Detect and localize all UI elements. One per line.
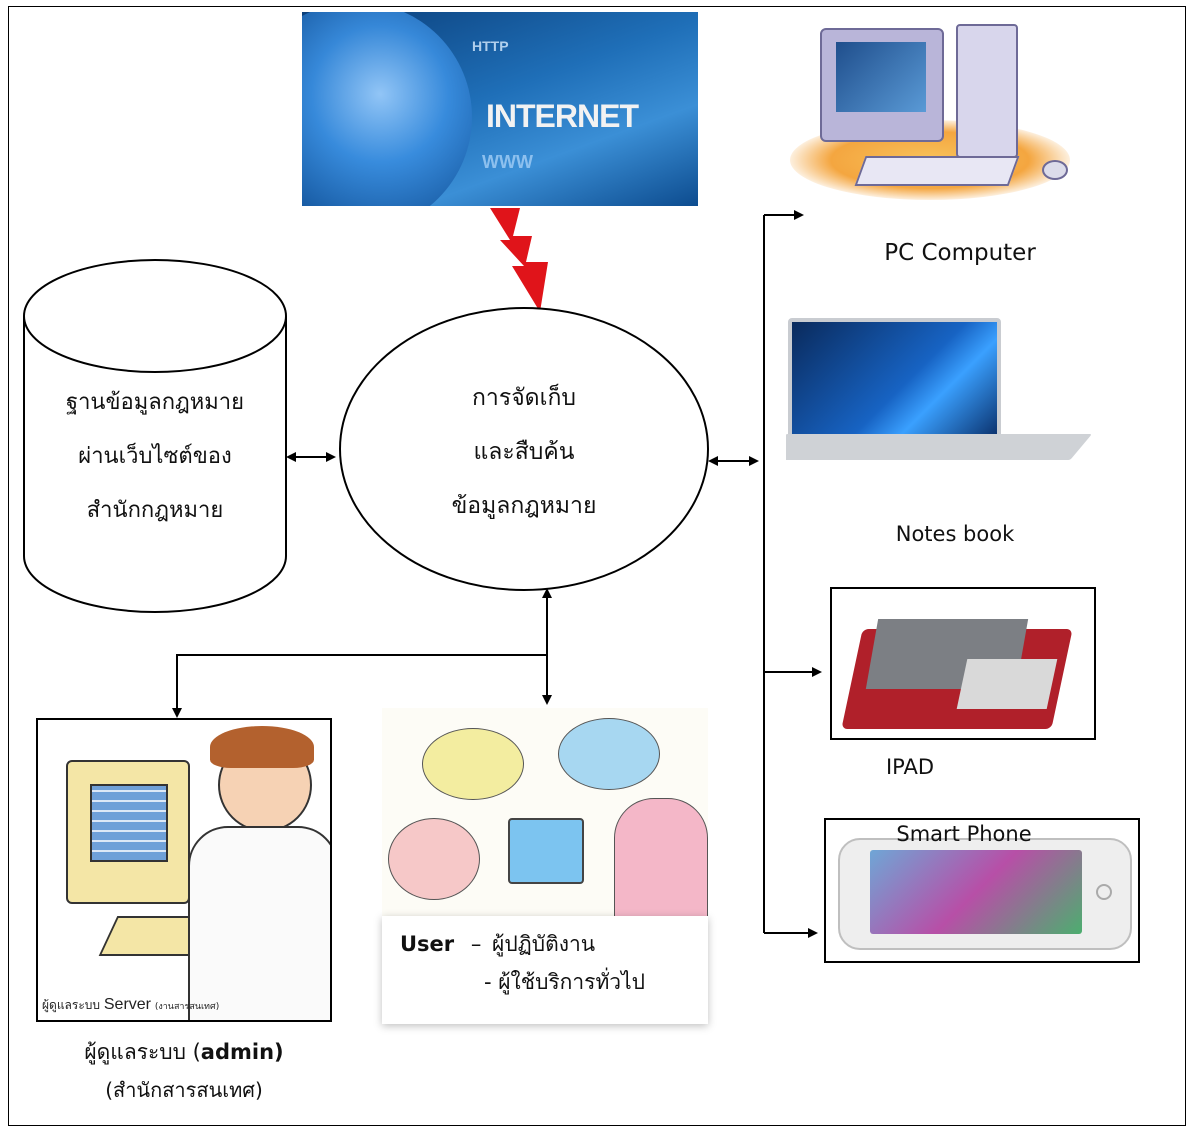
user-label: User: [400, 932, 455, 956]
pc-label: PC Computer: [884, 240, 1036, 266]
database-label-1: ฐานข้อมูลกฎหมาย: [65, 390, 245, 415]
admin-image-caption-server: Server: [103, 996, 151, 1013]
admin-image-caption-small: ผู้ดูแลระบบ: [42, 998, 101, 1012]
admin-caption-prefix: ผู้ดูแลระบบ (: [84, 1040, 201, 1064]
user-image: [382, 708, 708, 922]
globe-icon: [302, 12, 472, 206]
center-label-1: การจัดเก็บ: [472, 385, 576, 411]
admin-image: ผู้ดูแลระบบ Server (งานสารสนเทศ): [36, 718, 332, 1022]
admin-caption: ผู้ดูแลระบบ (admin): [36, 1036, 332, 1069]
notebook-label: Notes book: [895, 522, 1015, 546]
admin-caption-line2: (สำนักสารสนเทศ): [105, 1078, 263, 1102]
notebook-image: [786, 318, 1096, 464]
database-label-3: สำนักกฎหมาย: [86, 498, 224, 523]
admin-caption-bold: admin): [200, 1040, 284, 1064]
user-caption-box: User – ผู้ปฏิบัติงาน - ผู้ใช้บริการทั่วไ…: [382, 916, 708, 1024]
user-dash: –: [470, 932, 482, 956]
lightning-bolt: [490, 208, 548, 312]
keyboard-icon: [854, 156, 1020, 186]
mouse-icon: [1042, 160, 1068, 180]
user-computer-icon: [508, 818, 584, 884]
http-text: HTTP: [472, 38, 509, 54]
database-label-2: ผ่านเว็บไซต์ของ: [78, 444, 232, 469]
database-cylinder: [23, 259, 287, 613]
arrow-to-admin: [172, 654, 547, 718]
monitor-icon: [820, 28, 944, 142]
center-label-2: และสืบค้น: [473, 439, 575, 465]
internet-text: INTERNET: [486, 98, 639, 134]
admin-image-caption-tail: (งานสารสนเทศ): [154, 1002, 220, 1012]
pc-computer-image: [780, 10, 1080, 202]
ipad-label: IPAD: [885, 755, 935, 779]
admin-monitor-icon: [66, 760, 190, 904]
ipad-image: [830, 587, 1096, 740]
tower-icon: [956, 24, 1018, 158]
phone-label-visible: Smart Phone: [896, 822, 1032, 846]
user-role-1: ผู้ปฏิบัติงาน: [492, 932, 596, 956]
center-label-3: ข้อมูลกฎหมาย: [451, 493, 597, 519]
diagram-frame: [8, 6, 1186, 1126]
smartphone-image: [824, 818, 1140, 963]
user-role-2: - ผู้ใช้บริการทั่วไป: [484, 970, 645, 994]
www-text: WWW: [482, 152, 533, 172]
center-process-ellipse: [339, 307, 709, 591]
internet-banner: HTTP INTERNET WWW: [302, 12, 698, 206]
user-person-icon: [614, 798, 708, 922]
